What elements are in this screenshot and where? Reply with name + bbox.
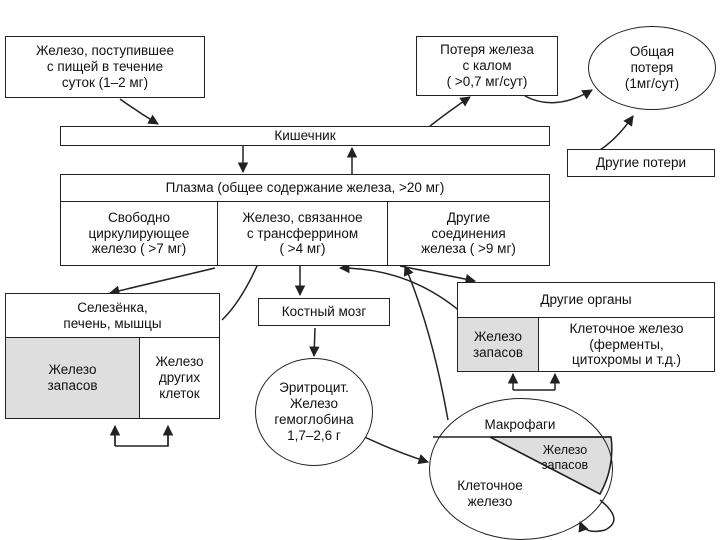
macrophage-title: Макрофаги xyxy=(484,417,556,432)
intestine-box: Кишечник xyxy=(60,126,550,146)
arrow-fecal-to-total xyxy=(524,89,593,104)
spleen-other-cells-cell: Железо других клеток xyxy=(139,337,220,419)
arrow-macrophage-to-plasma xyxy=(403,265,449,421)
arrow-other-losses-to-total xyxy=(599,115,634,151)
other-losses-box: Другие потери xyxy=(567,149,715,177)
bone-marrow-box: Костный мозг xyxy=(258,298,390,326)
plasma-title-box: Плазма (общее содержание железа, >20 мг) xyxy=(60,174,550,202)
other-organs-title-box: Другие органы xyxy=(457,282,715,318)
arrow-marrow-to-erythrocyte xyxy=(309,327,320,358)
macrophage-cellular-label: Клеточное железо xyxy=(457,478,523,509)
loop-spleen-exchange xyxy=(114,430,169,447)
arrow-intestine-to-fecal xyxy=(429,96,471,127)
plasma-free-iron-cell: Свободно циркулирующее железо ( >7 мг) xyxy=(60,201,218,266)
food-iron-box: Железо, поступившее с пищей в течение су… xyxy=(5,36,205,98)
spleen-title-box: Селезёнка, печень, мышцы xyxy=(5,293,220,338)
loop-macrophage-self xyxy=(578,499,615,533)
arrow-plasma-to-spleen xyxy=(108,267,216,296)
spleen-stores-cell: Железо запасов xyxy=(5,337,140,419)
other-organs-stores-cell: Железо запасов xyxy=(457,317,539,372)
total-loss-circle: Общая потеря (1мг/сут) xyxy=(588,26,716,110)
arrow-plasma-to-organs xyxy=(399,265,477,285)
macrophage-stores-label: Железо запасов xyxy=(541,443,589,472)
arrow-food-to-intestine xyxy=(119,98,159,125)
plasma-other-compounds-cell: Другие соединения железа ( >9 мг) xyxy=(387,201,550,266)
other-organs-cellular-cell: Клеточное железо (ферменты, цитохромы и … xyxy=(538,317,715,372)
fecal-loss-box: Потеря железа с калом ( >0,7 мг/сут) xyxy=(416,36,558,96)
plasma-transferrin-cell: Железо, связанное с трансферрином ( >4 м… xyxy=(217,201,388,266)
erythrocyte-circle: Эритроцит. Железо гемоглобина 1,7–2,6 г xyxy=(255,358,373,466)
